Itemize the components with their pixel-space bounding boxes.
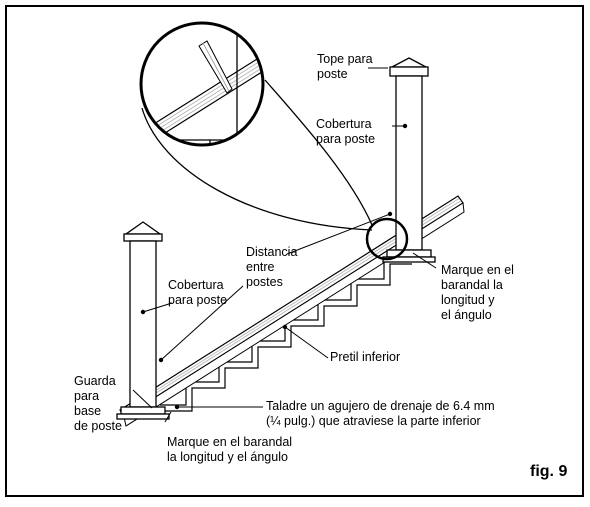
right-post <box>382 57 436 263</box>
label-pretil-inferior: Pretil inferior <box>330 350 400 364</box>
stair-steps <box>160 257 412 412</box>
detail-target-circle <box>365 217 409 261</box>
label-guarda-base-poste: Guarda para base de poste <box>74 374 122 433</box>
label-taladre-agujero: Taladre un agujero de drenaje de 6.4 mm … <box>266 399 498 428</box>
magnifier-connector-lower <box>141 107 373 231</box>
magnified-detail <box>139 21 265 147</box>
label-distancia-entre-postes: Distancia entre postes <box>246 245 301 289</box>
label-marque-bottom: Marque en el barandal la longitud y el á… <box>167 435 296 464</box>
label-cobertura-right: Cobertura para poste <box>316 117 375 146</box>
label-marque-right: Marque en el barandal la longitud y el á… <box>441 263 517 322</box>
leader-dots <box>140 123 408 410</box>
leader-lines <box>132 67 437 423</box>
label-cobertura-left: Cobertura para poste <box>168 278 227 307</box>
label-tope-para-poste: Tope para poste <box>317 52 376 81</box>
figure-number: fig. 9 <box>530 463 567 480</box>
left-post <box>116 221 170 420</box>
magnifier-connector-upper <box>264 79 373 226</box>
